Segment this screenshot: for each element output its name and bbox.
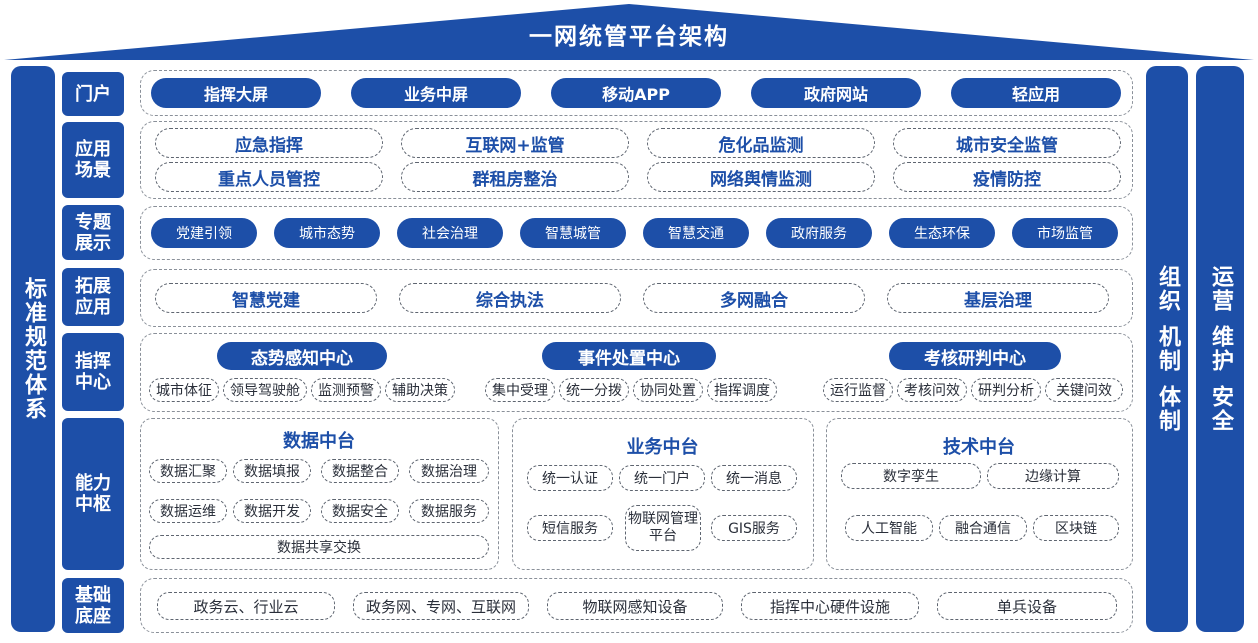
tech-platform-item: 数字孪生 [841, 463, 981, 489]
portal-item: 轻应用 [951, 78, 1121, 108]
portal-item: 业务中屏 [351, 78, 521, 108]
extension-row: 智慧党建 综合执法 多网融合 基层治理 [140, 269, 1133, 327]
business-platform-item: 短信服务 [527, 515, 613, 541]
data-platform-item: 数据治理 [409, 459, 489, 483]
portal-item: 政府网站 [751, 78, 921, 108]
business-platform-item: 统一认证 [527, 465, 613, 491]
diagram-title: 一网统管平台架构 [529, 24, 729, 50]
command-item: 集中受理 [485, 378, 555, 402]
base-item: 政务网、专网、互联网 [353, 592, 529, 620]
org-label-1: 组织 [1155, 265, 1180, 313]
command-center-title: 态势感知中心 [217, 342, 387, 370]
data-platform-item: 数据服务 [409, 499, 489, 523]
data-platform-item: 数据共享交换 [149, 535, 489, 559]
data-platform-item: 数据运维 [149, 499, 227, 523]
topic-item: 政府服务 [766, 218, 872, 248]
row-label-topic: 专题展示 [62, 205, 124, 260]
portal-item: 指挥大屏 [151, 78, 321, 108]
base-row: 政务云、行业云 政务网、专网、互联网 物联网感知设备 指挥中心硬件设施 单兵设备 [140, 578, 1133, 633]
scenario-item: 城市安全监管 [893, 128, 1121, 158]
scenario-item: 网络舆情监测 [647, 162, 875, 192]
row-label-portal: 门户 [62, 72, 124, 116]
topic-item: 党建引领 [151, 218, 257, 248]
data-platform-item: 数据开发 [233, 499, 311, 523]
topic-item: 智慧交通 [643, 218, 749, 248]
portal-item: 移动APP [551, 78, 721, 108]
command-item: 研判分析 [971, 378, 1041, 402]
topic-item: 智慧城管 [520, 218, 626, 248]
tech-platform-item: 融合通信 [939, 515, 1027, 541]
ops-label-1: 运营 [1208, 265, 1233, 313]
tech-platform-item: 人工智能 [845, 515, 933, 541]
command-item: 辅助决策 [385, 378, 455, 402]
scenario-item: 应急指挥 [155, 128, 383, 158]
scenario-item: 互联网+监管 [401, 128, 629, 158]
row-label-base: 基础底座 [62, 578, 124, 633]
tech-platform-box: 技术中台 数字孪生 边缘计算 人工智能 融合通信 区块链 [826, 418, 1133, 570]
data-platform-title: 数据中台 [283, 431, 355, 452]
tech-platform-item: 区块链 [1033, 515, 1119, 541]
row-label-scenario: 应用场景 [62, 122, 124, 198]
scenario-item: 群租房整治 [401, 162, 629, 192]
organization-mechanism-bar: 组织 机制 体制 [1146, 66, 1188, 632]
topic-item: 社会治理 [397, 218, 503, 248]
row-label-command: 指挥中心 [62, 333, 124, 411]
base-item: 政务云、行业云 [157, 592, 335, 620]
row-label-extension: 拓展应用 [62, 268, 124, 326]
standards-system-label: 标准规范体系 [21, 277, 46, 421]
command-item: 协同处置 [633, 378, 703, 402]
command-item: 领导驾驶舱 [223, 378, 307, 402]
portal-row: 指挥大屏 业务中屏 移动APP 政府网站 轻应用 [140, 70, 1133, 116]
base-item: 物联网感知设备 [547, 592, 723, 620]
row-label-capability: 能力中枢 [62, 418, 124, 570]
scenario-item: 危化品监测 [647, 128, 875, 158]
command-item: 运行监督 [823, 378, 893, 402]
extension-item: 综合执法 [399, 283, 621, 313]
base-item: 指挥中心硬件设施 [741, 592, 919, 620]
base-item: 单兵设备 [937, 592, 1117, 620]
roof-banner [4, 4, 1254, 60]
scenario-item: 疫情防控 [893, 162, 1121, 192]
command-item: 统一分拨 [559, 378, 629, 402]
command-item: 监测预警 [311, 378, 381, 402]
extension-item: 智慧党建 [155, 283, 377, 313]
topic-item: 城市态势 [274, 218, 380, 248]
extension-item: 多网融合 [643, 283, 865, 313]
ops-label-3: 安全 [1208, 385, 1233, 433]
operation-maintenance-bar: 运营 维护 安全 [1196, 66, 1244, 632]
scenario-item: 重点人员管控 [155, 162, 383, 192]
standards-system-bar: 标准规范体系 [11, 66, 55, 632]
data-platform-item: 数据汇聚 [149, 459, 227, 483]
business-platform-item: 物联网管理平台 [625, 505, 701, 551]
extension-item: 基层治理 [887, 283, 1109, 313]
business-platform-title: 业务中台 [626, 437, 699, 458]
business-platform-item: 统一消息 [711, 465, 797, 491]
ops-label-2: 维护 [1208, 325, 1233, 373]
topic-item: 市场监管 [1012, 218, 1118, 248]
topic-item: 生态环保 [889, 218, 995, 248]
tech-platform-title: 技术中台 [943, 437, 1015, 458]
scenario-row: 应急指挥 互联网+监管 危化品监测 城市安全监管 重点人员管控 群租房整治 网络… [140, 121, 1133, 199]
command-row: 态势感知中心 事件处置中心 考核研判中心 城市体征 领导驾驶舱 监测预警 辅助决… [140, 333, 1133, 412]
org-label-2: 机制 [1155, 325, 1180, 373]
command-center-title: 考核研判中心 [889, 342, 1061, 370]
tech-platform-item: 边缘计算 [987, 463, 1119, 489]
command-item: 考核问效 [897, 378, 967, 402]
data-platform-item: 数据安全 [321, 499, 399, 523]
command-item: 城市体征 [149, 378, 219, 402]
business-platform-item: 统一门户 [619, 465, 705, 491]
command-item: 关键问效 [1045, 378, 1123, 402]
data-platform-item: 数据填报 [233, 459, 311, 483]
data-platform-item: 数据整合 [321, 459, 399, 483]
data-platform-box: 数据中台 数据汇聚 数据填报 数据整合 数据治理 数据运维 数据开发 数据安全 … [140, 418, 499, 570]
business-platform-box: 业务中台 统一认证 统一门户 统一消息 短信服务 物联网管理平台 GIS服务 [512, 418, 814, 570]
command-item: 指挥调度 [707, 378, 777, 402]
command-center-title: 事件处置中心 [542, 342, 716, 370]
topic-row: 党建引领 城市态势 社会治理 智慧城管 智慧交通 政府服务 生态环保 市场监管 [140, 206, 1133, 260]
business-platform-item: GIS服务 [711, 515, 797, 541]
org-label-3: 体制 [1155, 385, 1180, 433]
